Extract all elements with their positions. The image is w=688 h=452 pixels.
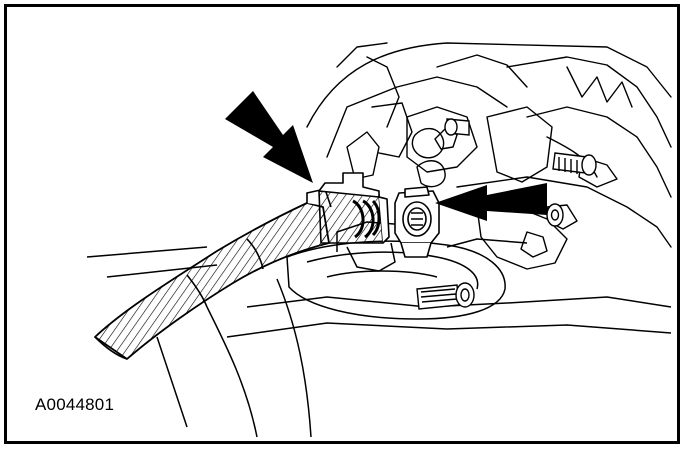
callout-arrows	[225, 91, 547, 221]
engine-illustration	[86, 42, 672, 438]
figure-id-label: A0044801	[35, 395, 115, 414]
harness-connector	[318, 172, 390, 244]
arrow-to-harness-connector	[225, 91, 313, 183]
engine-block-background	[306, 42, 672, 270]
stud-bolt	[444, 118, 470, 136]
wiring-harness	[94, 188, 332, 438]
stud-bolt	[552, 152, 597, 176]
nut	[546, 203, 564, 227]
sensor-connector	[394, 186, 440, 258]
arrow-to-sensor-connector	[435, 183, 547, 221]
diagram-frame: A0044801	[4, 4, 680, 444]
mounting-bolt	[416, 282, 475, 310]
